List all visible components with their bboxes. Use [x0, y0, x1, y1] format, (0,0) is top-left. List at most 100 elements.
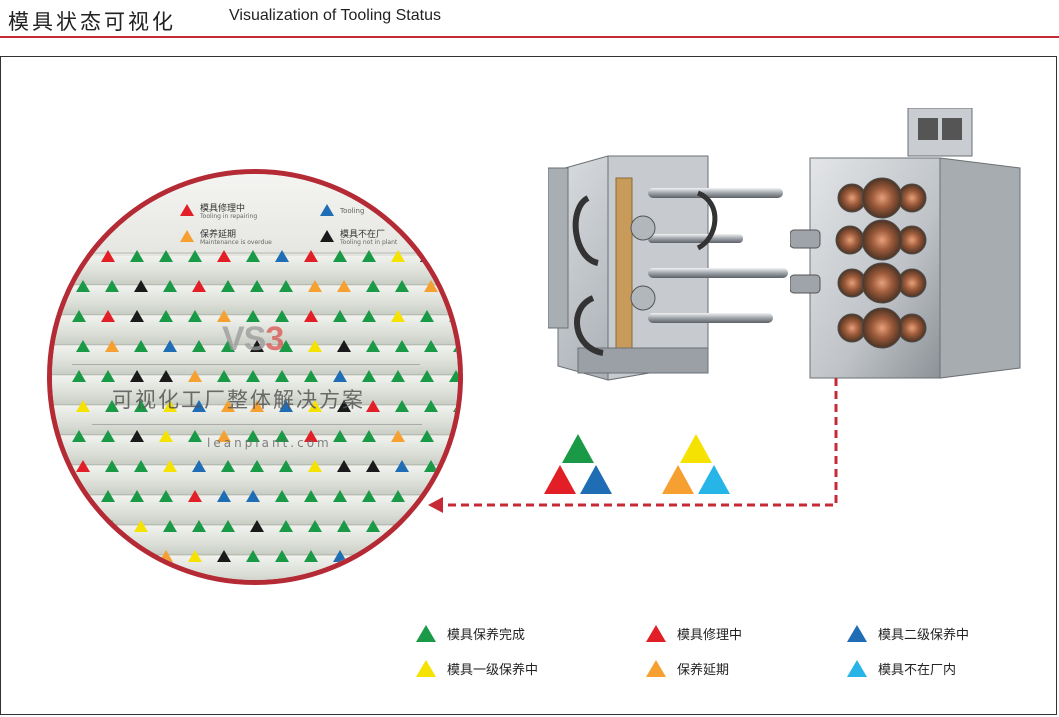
board-status-triangle [279, 460, 293, 472]
board-status-triangle [188, 370, 202, 382]
board-status-triangle [217, 250, 231, 262]
board-legend-blue-triangle [320, 204, 334, 216]
board-legend-label-en: Maintenance is overdue [200, 239, 272, 246]
legend-item: 模具不在厂内 [847, 658, 956, 678]
board-status-triangle [72, 430, 86, 442]
board-status-triangle [362, 250, 376, 262]
board-legend-label-en: Tooling in repairing [200, 213, 258, 220]
board-status-triangle [250, 520, 264, 532]
board-status-triangle [308, 520, 322, 532]
board-status-triangle [217, 550, 231, 562]
board-status-triangle [391, 430, 405, 442]
board-status-triangle [246, 430, 260, 442]
board-status-triangle [101, 250, 115, 262]
board-status-triangle [449, 370, 458, 382]
board-status-triangle [246, 550, 260, 562]
board-status-triangle [159, 550, 173, 562]
legend-triangle-icon [646, 659, 666, 677]
board-status-triangle [163, 280, 177, 292]
board-status-triangle [391, 550, 405, 562]
board-status-triangle [420, 370, 434, 382]
board-status-triangle [163, 460, 177, 472]
legend-item: 模具一级保养中 [416, 658, 538, 678]
board-status-triangle [134, 400, 148, 412]
board-status-triangle [159, 490, 173, 502]
content-frame [0, 56, 1057, 715]
board-status-triangle [391, 310, 405, 322]
board-status-triangle [246, 370, 260, 382]
board-status-triangle [395, 520, 409, 532]
mold-cavity-half-image [790, 108, 1021, 379]
board-status-triangle [188, 550, 202, 562]
status-triforce-icon-secondary [662, 434, 730, 494]
board-status-triangle [275, 430, 289, 442]
board-status-triangle [333, 250, 347, 262]
board-status-triangle [362, 490, 376, 502]
board-status-triangle [134, 460, 148, 472]
legend-item: 模具二级保养中 [847, 623, 969, 643]
board-status-triangle [101, 550, 115, 562]
board-status-triangle [221, 460, 235, 472]
board-status-triangle [333, 310, 347, 322]
board-status-triangle [130, 550, 144, 562]
board-status-triangle [366, 520, 380, 532]
board-status-triangle [395, 280, 409, 292]
board-status-triangle [105, 400, 119, 412]
legend-item: 模具修理中 [646, 623, 742, 643]
board-status-triangle [76, 280, 90, 292]
board-status-triangle [130, 430, 144, 442]
board-status-triangle [101, 310, 115, 322]
board-legend-panel: 模具修理中 Tooling in repairing 保养延期 Maintena… [52, 174, 458, 254]
board-status-triangle [337, 280, 351, 292]
tooling-board-photo: 模具修理中 Tooling in repairing 保养延期 Maintena… [47, 169, 463, 585]
board-status-triangle [275, 370, 289, 382]
watermark-line [72, 364, 420, 365]
legend-triangle-icon [847, 624, 867, 642]
board-status-triangle [337, 340, 351, 352]
legend-label: 模具不在厂内 [878, 662, 957, 678]
board-status-triangle [159, 370, 173, 382]
board-status-triangle [275, 250, 289, 262]
status-triforce-icon-primary [544, 434, 612, 494]
legend-triangle-icon [646, 624, 666, 642]
board-status-triangle [366, 400, 380, 412]
board-status-triangle [337, 520, 351, 532]
board-status-triangle [76, 400, 90, 412]
board-status-triangle [192, 520, 206, 532]
board-status-triangle [453, 280, 458, 292]
board-status-triangle [420, 430, 434, 442]
board-status-triangle [217, 370, 231, 382]
legend-label: 保养延期 [677, 662, 730, 678]
board-status-triangle [308, 280, 322, 292]
board-status-triangle [333, 550, 347, 562]
legend-label: 模具一级保养中 [447, 662, 539, 678]
board-status-triangle [246, 250, 260, 262]
board-status-triangle [159, 430, 173, 442]
board-status-triangle [449, 250, 458, 262]
board-status-triangle [72, 310, 86, 322]
board-status-triangle [105, 520, 119, 532]
board-status-triangle [275, 490, 289, 502]
legend-label: 模具二级保养中 [878, 627, 970, 643]
board-status-triangle [192, 400, 206, 412]
board-status-triangle [391, 370, 405, 382]
board-legend-label: Tooling [340, 207, 365, 215]
board-status-triangle [275, 310, 289, 322]
board-status-triangle [134, 340, 148, 352]
board-status-triangle [101, 430, 115, 442]
board-status-triangle [72, 550, 86, 562]
legend-item: 模具保养完成 [416, 623, 525, 643]
board-status-triangle [395, 400, 409, 412]
board-status-triangle [308, 400, 322, 412]
board-status-triangle [163, 340, 177, 352]
board-status-triangle [362, 550, 376, 562]
board-status-triangle [391, 490, 405, 502]
board-status-triangle [72, 370, 86, 382]
board-status-triangle [333, 490, 347, 502]
watermark-url: leanplant.com [207, 436, 332, 450]
board-status-triangle [279, 280, 293, 292]
board-status-triangle [453, 520, 458, 532]
watermark-slogan: 可视化工厂整体解决方案 [112, 388, 365, 412]
board-status-triangle [362, 310, 376, 322]
board-status-triangle [250, 460, 264, 472]
